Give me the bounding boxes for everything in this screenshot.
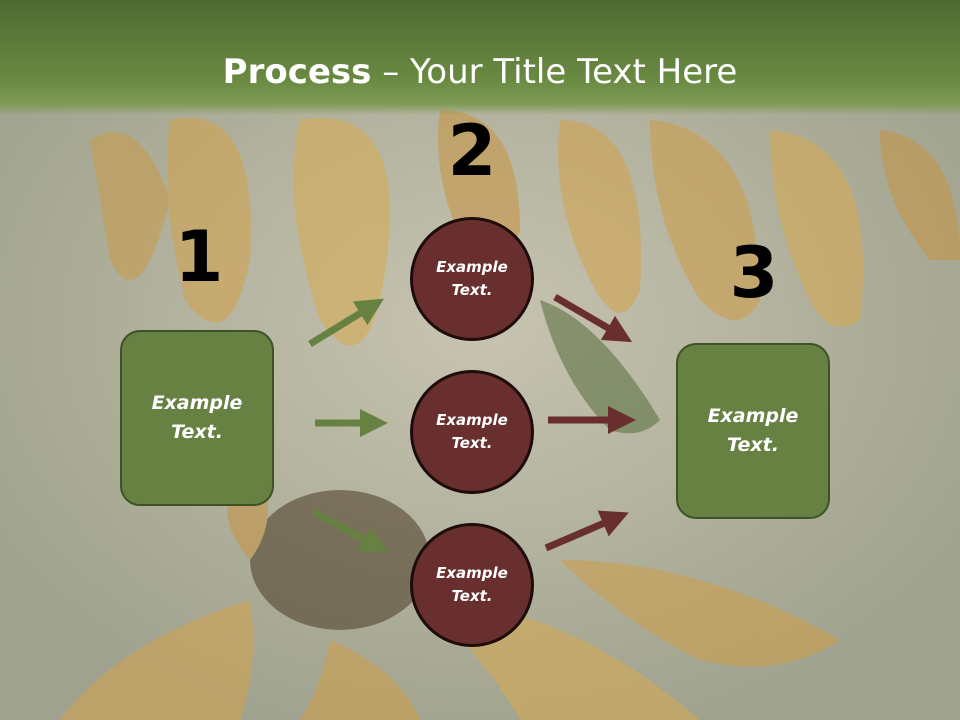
title-bar — [0, 0, 960, 115]
step-number-2: 2 — [447, 110, 497, 192]
arrow-1-to-2-top — [308, 298, 384, 347]
step-3-box: Example Text. — [676, 343, 830, 519]
title-rest: Your Title Text Here — [410, 52, 738, 92]
step-number-1: 1 — [174, 216, 224, 298]
arrow-1-to-2-bottom — [312, 508, 389, 553]
arrow-2-top-to-3 — [553, 293, 633, 343]
title-bold: Process — [222, 52, 372, 92]
slide-title: Process – Your Title Text Here — [0, 52, 960, 92]
step-2-circle-top: Example Text. — [410, 217, 534, 341]
title-separator: – — [382, 52, 400, 92]
step-2-circle-middle: Example Text. — [410, 370, 534, 494]
step-number-3: 3 — [729, 232, 779, 314]
step-1-box: Example Text. — [120, 330, 274, 506]
step-2-circle-bottom: Example Text. — [410, 523, 534, 647]
arrow-2-bottom-to-3 — [544, 510, 629, 552]
